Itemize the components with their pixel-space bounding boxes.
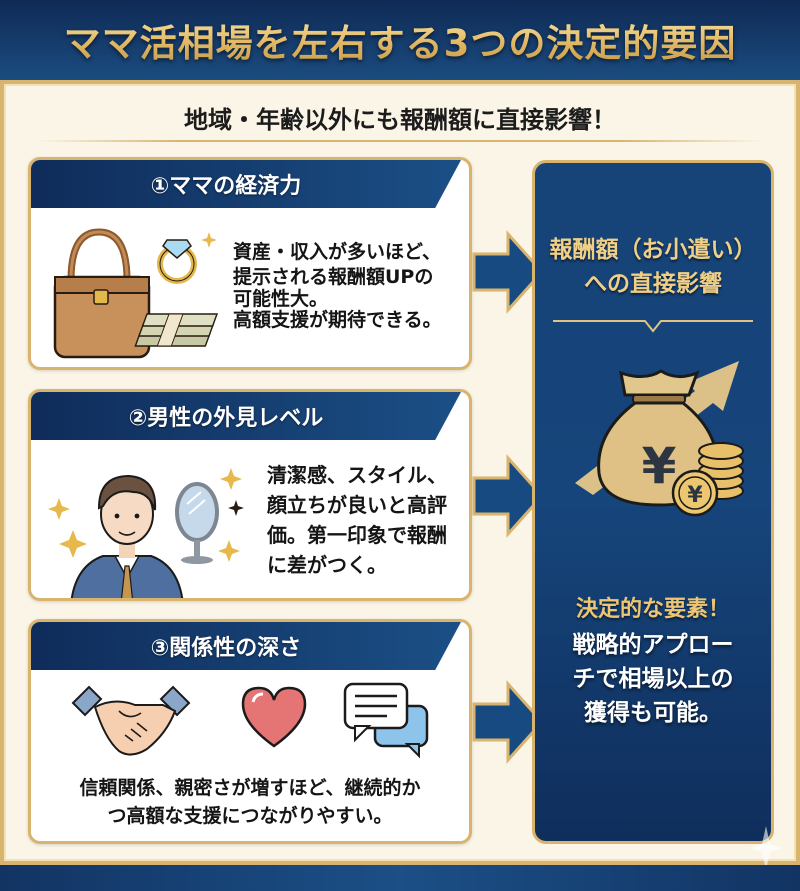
- result-title: 報酬額（お小遣い） への直接影響: [549, 237, 757, 297]
- svg-text:¥: ¥: [642, 437, 677, 495]
- factor-title-bar: ①ママの経済力: [31, 160, 461, 208]
- factor-title: ③関係性の深さ: [150, 636, 302, 661]
- factor-title-bar: ③関係性の深さ: [31, 622, 461, 670]
- factor-card-appearance: ②男性の外見レベル 清潔感、スタイル、 顔立ちが良いと高評 価。第一印象で報酬 …: [28, 389, 472, 601]
- footer-band: [0, 865, 800, 891]
- factor-description: 資産・収入が多いほど、 提示される報酬額UPの 可能性大。 高額支援が期待できる…: [233, 241, 442, 331]
- businessman-mirror-icon: [48, 468, 244, 598]
- factor-title-bar: ②男性の外見レベル: [31, 392, 461, 440]
- subtitle: 地域・年齢以外にも報酬額に直接影響！: [184, 106, 616, 134]
- header-banner: ママ活相場を左右する3つの決定的要因: [0, 0, 800, 80]
- arrow-right-icon: [472, 230, 544, 314]
- page-title: ママ活相場を左右する3つの決定的要因: [64, 13, 737, 67]
- divider-pointer-icon: [553, 320, 753, 333]
- result-body: 戦略的アプロー チで相場以上の 獲得も可能。: [572, 632, 734, 726]
- heart-icon: [241, 686, 307, 748]
- sparkle-icon: [748, 826, 784, 870]
- result-highlight: 決定的な要素！: [575, 597, 730, 622]
- arrow-right-icon: [472, 454, 544, 538]
- subtitle-divider: [35, 140, 765, 142]
- factor-title: ①ママの経済力: [150, 174, 302, 199]
- factor-title: ②男性の外見レベル: [128, 406, 324, 431]
- handbag-ring-cash-icon: [53, 228, 219, 359]
- factor-description: 清潔感、スタイル、 顔立ちが良いと高評 価。第一印象で報酬 に差がつく。: [267, 463, 447, 577]
- money-bag-yen-icon: ¥ ¥: [575, 361, 744, 517]
- factor-card-relationship-depth: ③関係性の深さ 信頼関係、親密さが増すほど、継続的か つ高額な支援につながりやす…: [28, 619, 472, 844]
- result-panel: 報酬額（お小遣い） への直接影響 ¥ ¥ 決定的な要素！ 戦略的アプロー チで相…: [532, 160, 774, 844]
- arrow-right-icon: [472, 680, 544, 764]
- svg-text:¥: ¥: [687, 483, 703, 508]
- factor-description: 信頼関係、親密さが増すほど、継続的か つ高額な支援につながりやすい。: [79, 777, 421, 827]
- chat-bubbles-icon: [343, 682, 429, 759]
- factor-card-economic-power: ①ママの経済力 資産・収入が多いほど、 提示される報酬額UPの 可能性大。 高額…: [28, 157, 472, 370]
- handshake-icon: [71, 685, 191, 756]
